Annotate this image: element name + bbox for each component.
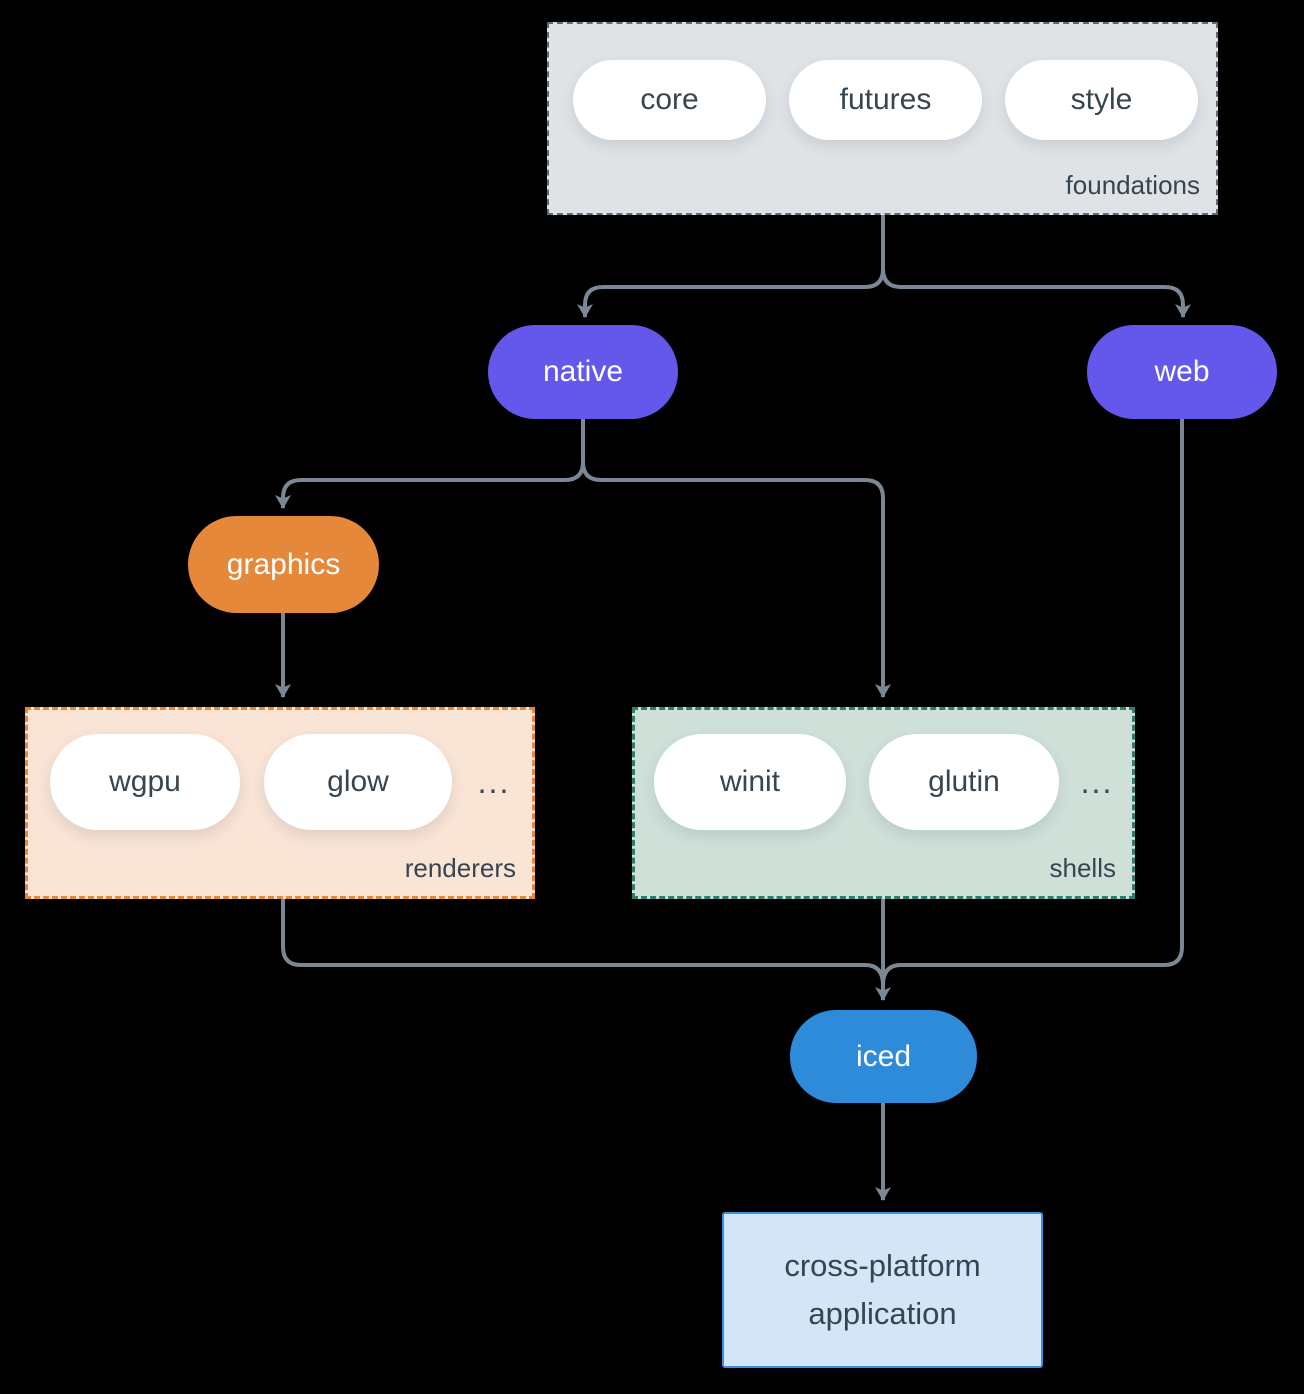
node-graphics: graphics [188,516,379,613]
node-web: web [1087,325,1277,419]
edge-native-to-shells [581,461,891,698]
node-graphics-label: graphics [226,547,341,581]
edge-web-to-merge [881,419,1184,986]
pill-glow-label: glow [327,765,389,798]
pill-glutin-label: glutin [928,765,1000,798]
pill-core-label: core [640,83,699,116]
foundations-group-label: foundations [1065,170,1200,200]
pill-core: core [573,60,766,140]
pill-wgpu: wgpu [50,734,240,830]
shells-group: winit glutin ... shells [632,707,1135,899]
renderers-ellipsis: ... [477,763,511,800]
edge-renderers-to-merge [281,898,885,986]
renderers-group-label: renderers [404,853,516,883]
foundations-group: core futures style foundations [547,22,1218,215]
pill-futures-label: futures [839,83,932,116]
edge-native-to-graphics [275,419,585,509]
edge-foundations-to-web [881,268,1191,318]
pill-wgpu-label: wgpu [109,765,181,798]
pill-glow: glow [264,734,452,830]
edge-foundations-to-native [577,215,885,318]
renderers-group: wgpu glow ... renderers [25,707,535,899]
application-box: cross-platform application [722,1212,1043,1368]
node-native-label: native [542,355,624,388]
shells-ellipsis: ... [1080,763,1114,800]
pill-style: style [1005,60,1198,140]
pill-winit: winit [654,734,846,830]
pill-glutin: glutin [869,734,1059,830]
application-label-line2: application [808,1296,957,1331]
shells-group-label: shells [1049,853,1116,883]
node-web-label: web [1154,355,1210,388]
node-iced: iced [790,1010,977,1103]
node-native: native [488,325,678,419]
pill-style-label: style [1070,83,1133,116]
pill-futures: futures [789,60,982,140]
node-iced-label: iced [855,1039,912,1073]
application-label-line1: cross-platform [784,1248,981,1283]
pill-winit-label: winit [719,765,780,798]
